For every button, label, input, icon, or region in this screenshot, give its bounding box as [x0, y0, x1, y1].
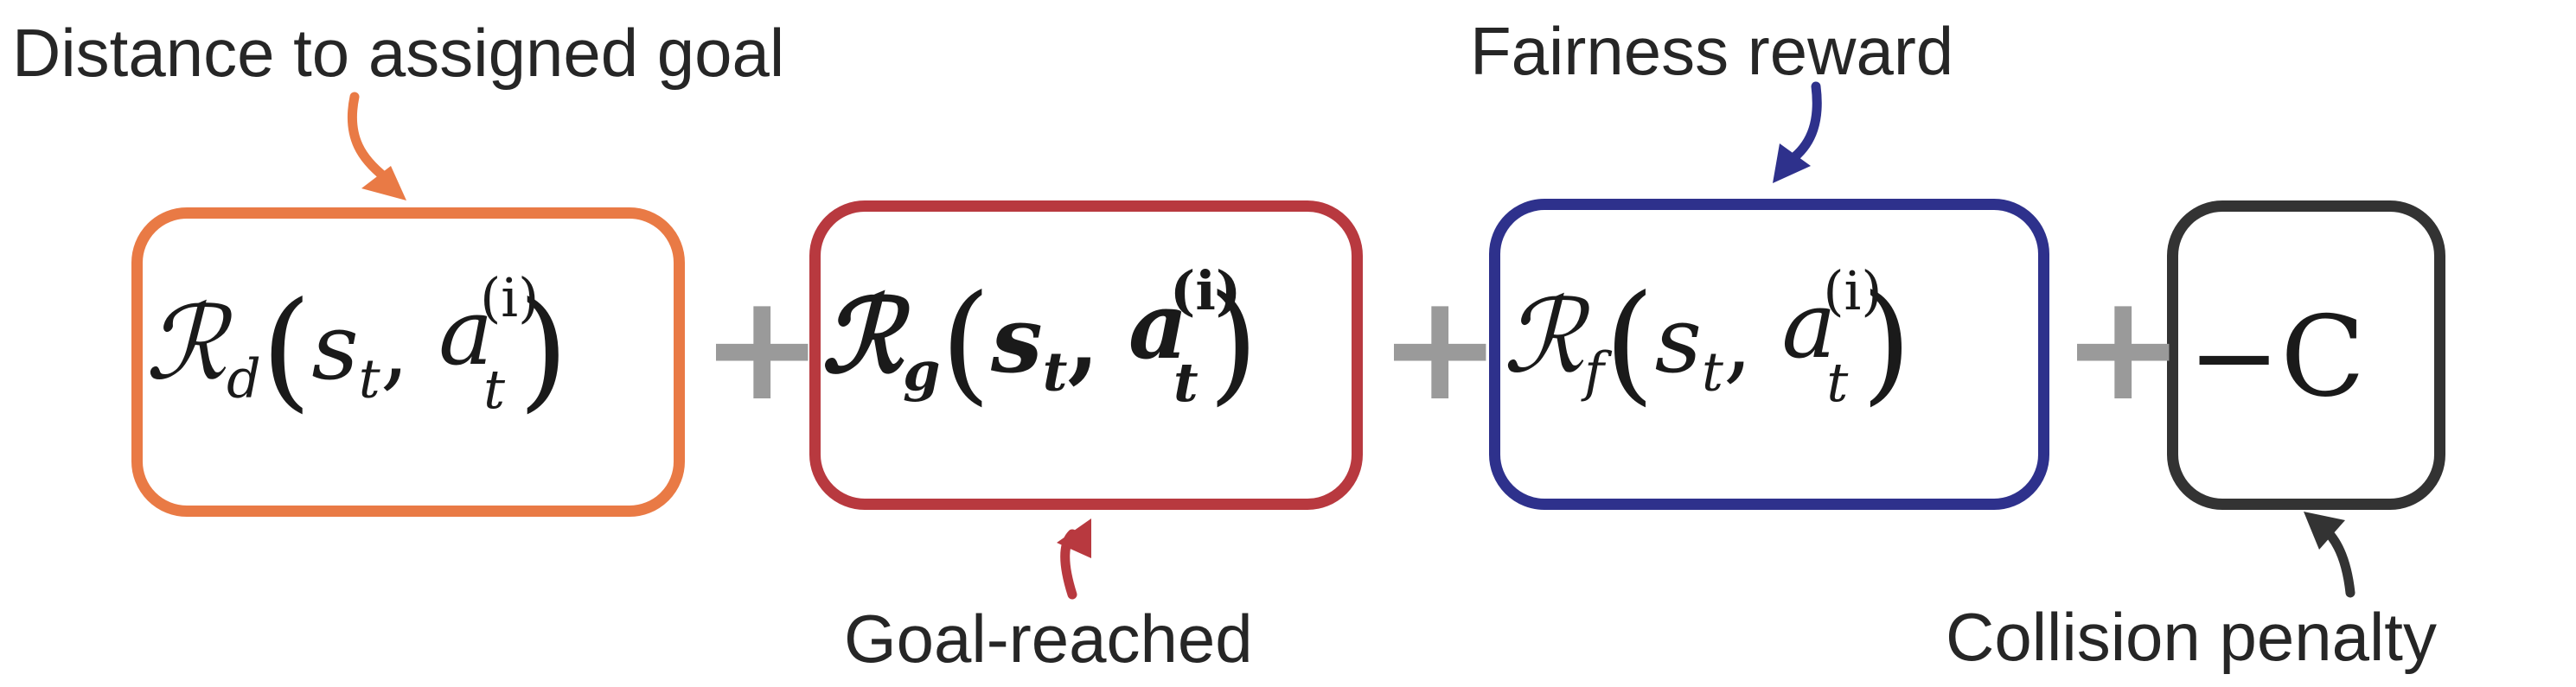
action-symbol: a	[1128, 271, 1188, 379]
goal-reached-arrow	[1057, 518, 1091, 600]
fairness-label: Fairness reward	[1470, 13, 1954, 89]
action-symbol: a	[438, 279, 494, 385]
state-subscript: t	[358, 347, 380, 410]
action-subscript: t	[1173, 351, 1199, 414]
plus-operator: +	[700, 263, 824, 434]
collision-arrow	[2304, 512, 2355, 598]
distance-arrow	[347, 92, 406, 200]
state-symbol: s	[311, 294, 359, 400]
reward-subscript: d	[227, 347, 261, 410]
action-symbol: a	[1781, 272, 1837, 378]
action-superscript: (i)	[480, 266, 540, 329]
reward-symbol: ℛ	[821, 276, 904, 396]
action-symbol-group: a(i)t	[1128, 264, 1241, 410]
action-superscript: (i)	[1823, 259, 1882, 322]
distance-reward-formula: ℛd(st, a(i)t)	[145, 266, 569, 425]
reward-subscript: f	[1584, 340, 1605, 404]
goal-reached-label: Goal-reached	[844, 601, 1253, 677]
fairness-reward-formula: ℛf(st, a(i)t)	[1503, 259, 1912, 418]
action-subscript: t	[483, 358, 506, 421]
action-symbol-group: a(i)t	[1781, 264, 1882, 410]
reward-symbol: ℛ	[145, 283, 227, 403]
state-subscript: t	[1042, 340, 1068, 404]
goal-reward-formula: ℛg(st, a(i)t)	[821, 259, 1259, 418]
collision-penalty-formula: −C	[2188, 293, 2366, 422]
plus-operator: +	[1378, 263, 1502, 434]
reward-symbol: ℛ	[1503, 277, 1585, 396]
state-subscript: t	[1702, 340, 1723, 404]
action-superscript: (i)	[1169, 259, 1242, 322]
action-symbol-group: a(i)t	[438, 271, 539, 417]
fairness-term-box	[1489, 199, 2049, 510]
collision-penalty-label: Collision penalty	[1946, 599, 2437, 675]
distance-term-box	[131, 207, 685, 517]
state-symbol: s	[1654, 287, 1703, 393]
fairness-arrow	[1773, 81, 1822, 183]
plus-operator: +	[2061, 263, 2185, 434]
distance-label: Distance to assigned goal	[12, 15, 785, 91]
action-subscript: t	[1826, 351, 1849, 414]
state-symbol: s	[991, 285, 1043, 393]
goal-term-box	[809, 200, 1363, 510]
reward-subscript: g	[903, 340, 941, 404]
collision-term-box	[2167, 200, 2445, 510]
